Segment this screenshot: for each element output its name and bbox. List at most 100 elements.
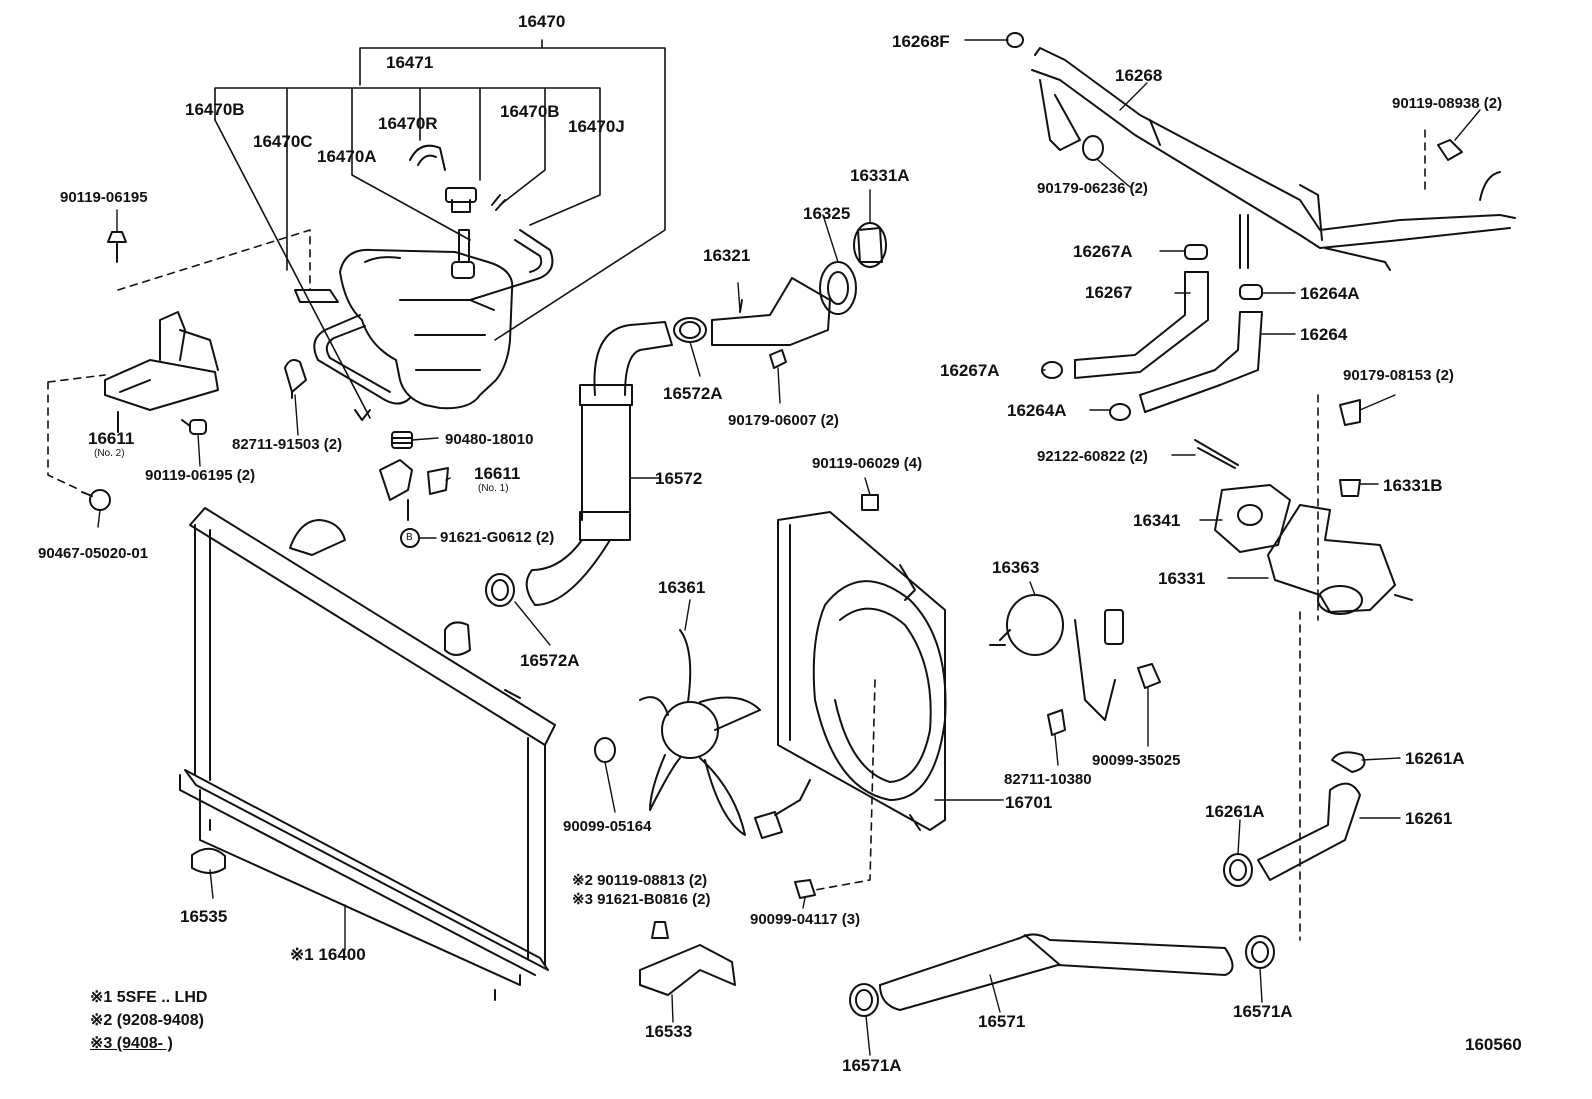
fan-16361 [639,629,761,836]
label-91621-g0612: 91621-G0612 (2) [440,529,555,546]
label-91621-b0816: ※3 91621-B0816 (2) [572,891,711,908]
clip-16470c [294,289,339,303]
label-90480-18010: 90480-18010 [445,431,534,448]
label-16571: 16571 [978,1012,1026,1031]
clip-90467-05020-01 [81,489,111,511]
nut-90179-06236 [1082,135,1104,161]
reservoir-callout-tree [214,39,666,419]
clamp-16264a-bottom [1109,403,1131,421]
label-16611-no1: 16611 [474,464,521,483]
label-16331b: 16331B [1383,476,1443,495]
label-90119-06195-2: 90119-06195 (2) [145,467,256,484]
cap-16470a [445,187,477,213]
mount-16535 [191,847,226,874]
fan-shroud-16701 [777,511,947,831]
oring-16268f [1006,32,1024,48]
label-16261a-left: 16261A [1205,802,1265,821]
connector-fan [754,811,783,839]
label-16611-no1-note: (No. 1) [478,483,509,494]
label-16268: 16268 [1115,66,1163,85]
hose-16264 [1139,284,1263,413]
clamp-16571a-left [849,983,879,1017]
label-16267: 16267 [1085,283,1133,302]
label-16470a: 16470A [317,147,377,166]
plug-16331b [1339,479,1361,497]
nut-90099-05164 [594,737,616,763]
thermostat-16331a [853,222,887,268]
bolt-90119-06195-top [107,231,127,263]
water-inlet-16331 [1267,504,1413,615]
dash-guide-4 [1299,394,1319,941]
label-82711-10380: 82711-10380 [1004,771,1092,788]
clip-90099-35025 [1137,663,1161,689]
clip-16470b-left [354,409,371,421]
fan-motor-16363 [989,594,1124,721]
label-90119-08813: ※2 90119-08813 (2) [572,872,708,889]
clamp-16261a-left [1223,853,1253,887]
label-16611-no2: 16611 [88,429,135,448]
dash-guide-1 [117,229,311,291]
label-16261a-right: 16261A [1405,749,1465,768]
label-90119-06029: 90119-06029 (4) [812,455,923,472]
label-16470b-left: 16470B [185,100,245,119]
label-90179-06236: 90179-06236 (2) [1037,180,1148,197]
label-90179-08153: 90179-08153 (2) [1343,367,1454,384]
label-16321: 16321 [703,246,751,265]
label-16470: 16470 [518,12,566,31]
note-1: ※1 5SFE .. LHD [90,989,208,1006]
clip-82711-10380 [1047,709,1066,736]
label-16470c: 16470C [253,132,313,151]
bracket-16611-no2 [104,311,219,433]
bolt-90119-06029 [861,494,879,511]
label-16341: 16341 [1133,511,1181,530]
label-circle-b: B [406,532,413,543]
gasket-16341 [1214,484,1291,553]
label-90119-06195: 90119-06195 [60,189,148,206]
bracket-16533 [639,921,736,996]
reservoir-tank [339,229,514,410]
label-16400: ※1 16400 [290,945,366,964]
clip-82711-91503 [284,359,307,399]
label-16264: 16264 [1300,325,1348,344]
dash-guide-2 [47,374,106,491]
clamp-16571a-right [1245,935,1275,969]
label-16571a-right: 16571A [1233,1002,1293,1021]
clamp-16572a-bottom [485,573,515,607]
leader-lines [97,39,1481,1056]
bracket-16611-no1 [379,459,449,521]
label-16268f: 16268F [892,32,950,51]
label-16331: 16331 [1158,569,1206,588]
stud-92122-60822 [1194,439,1239,469]
bolt-90119-08938 [1437,139,1463,161]
label-16535: 16535 [180,907,228,926]
hose-16470r [409,144,446,171]
housing-16321 [711,277,831,346]
radiator-16400 [179,507,556,1001]
label-16470r: 16470R [378,114,438,133]
hose-16267 [1074,244,1209,379]
label-16470j: 16470J [568,117,625,136]
lower-hose-16571 [879,933,1234,1011]
label-90099-35025: 90099-35025 [1092,752,1181,769]
label-16363: 16363 [992,558,1040,577]
note-2: ※2 (9208-9408) [90,1012,204,1029]
label-16611-no2-note: (No. 2) [94,448,125,459]
label-16471: 16471 [386,53,434,72]
figure-number: 160560 [1465,1035,1522,1054]
gasket-16325 [819,261,857,315]
label-92122-60822: 92122-60822 (2) [1037,448,1148,465]
hose-16261 [1257,751,1366,881]
bolt-90119-06195-2 [181,419,207,435]
label-16325: 16325 [803,204,851,223]
dash-guide-5 [814,679,876,891]
label-90099-05164: 90099-05164 [563,818,652,835]
reservoir-overflow-hose [313,229,554,405]
label-16701: 16701 [1005,793,1053,812]
clamp-16572a-top [673,317,707,343]
upper-hose-16572 [525,321,673,606]
label-90179-06007: 90179-06007 (2) [728,412,839,429]
label-82711-91503: 82711-91503 (2) [232,436,343,453]
label-16572: 16572 [655,469,703,488]
